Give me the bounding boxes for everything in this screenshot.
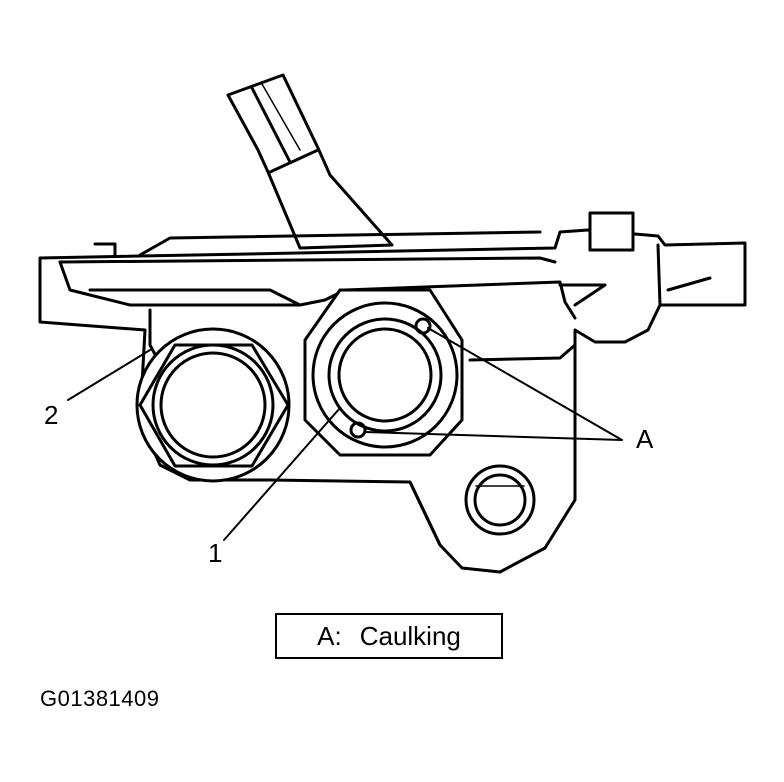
center-bore <box>303 288 464 457</box>
upper-stem <box>226 73 394 250</box>
callout-1: 1 <box>208 538 223 568</box>
caulking-mark-upper <box>414 317 432 335</box>
left-nut <box>135 327 291 483</box>
legend-value: Caulking <box>359 620 461 651</box>
caulking-mark-lower <box>349 421 367 439</box>
leader-lines <box>67 327 623 541</box>
callout-2: 2 <box>44 400 59 430</box>
legend-key: A: <box>317 620 342 651</box>
figure-id: G01381409 <box>40 686 160 711</box>
small-bolt <box>464 464 536 536</box>
callout-a: A <box>636 424 654 454</box>
legend-box: A: Caulking <box>275 613 503 659</box>
